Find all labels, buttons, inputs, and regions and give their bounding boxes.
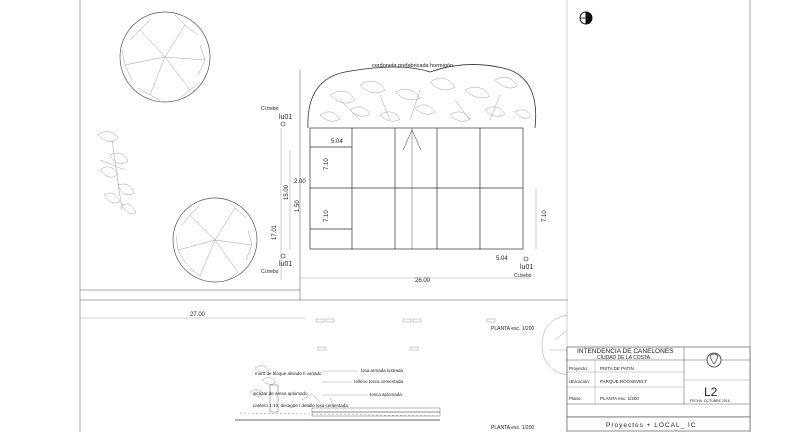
section-detail — [235, 365, 441, 421]
svg-text:Ci.trebo: Ci.trebo — [514, 273, 532, 279]
dim-label-504-bottom: 5.04 — [496, 256, 508, 262]
tree-canopy-right — [541, 314, 568, 376]
section-scale-label: PLANTA esc. 1/200 — [491, 425, 534, 431]
title-row-value-1: PISTA DE PATIN — [600, 366, 634, 371]
skating-rink-outline — [309, 127, 524, 250]
sheet-date: FECHA: OCTUBRE 2016 — [690, 399, 730, 403]
title-block — [566, 346, 751, 432]
dim-label-200: 2.00 — [294, 179, 306, 185]
municipality-logo — [706, 352, 722, 368]
dim-label-2600: 26.00 — [415, 278, 431, 284]
tree-canopy-top — [119, 11, 211, 103]
tree-canopy-bottom — [172, 197, 258, 283]
luminaire-marker-1: Ci.trebo lu01 — [261, 106, 292, 127]
svg-text:Ci.trebo: Ci.trebo — [261, 106, 279, 112]
title-row-label-2: Ubicación: — [569, 379, 590, 384]
section-note-5: relleno tosca cementada — [354, 379, 404, 384]
dim-label-150: 1.50 — [295, 200, 301, 212]
planted-border — [307, 64, 537, 129]
svg-text:lu01: lu01 — [279, 261, 292, 268]
dim-label-2700: 27.00 — [190, 312, 206, 318]
dim-label-710-mid: 7.10 — [324, 210, 330, 222]
section-note-1: muro de bloque alivado h variado — [255, 371, 322, 376]
dim-label-710-right: 7.10 — [542, 210, 548, 222]
border-label: cordoneta prefabricada hormigón — [372, 63, 453, 69]
section-note-3: cantero 1:10, desagüe / detalle losa cem… — [253, 403, 348, 408]
svg-text:lu01: lu01 — [520, 264, 533, 271]
sheet-number: L2 — [704, 385, 718, 399]
section-note-2: alcázar de arena aplomado — [253, 391, 308, 396]
title-row-label-1: Proyecto: — [569, 366, 588, 371]
luminaire-marker-3: lu01 Ci.trebo — [514, 256, 533, 279]
title-row-label-3: Plano: — [569, 396, 582, 401]
dim-label-1701: 17.01 — [272, 224, 278, 240]
section-note-6: tosca aplomada — [370, 392, 402, 397]
north-arrow-icon — [579, 11, 593, 25]
svg-text:lu01: lu01 — [279, 114, 292, 121]
title-row-value-2: PARQUE ROOSEVELT — [600, 379, 647, 384]
title-footer: Proyectos + LOCAL_ IC — [606, 422, 697, 429]
title-line-2: CIUDAD DE LA COSTA — [597, 355, 651, 361]
plan-scale-label: PLANTA esc. 1/200 — [491, 326, 534, 332]
dim-label-710-left: 7.10 — [324, 158, 330, 170]
title-line-1: INTENDENCIA DE CANELONES — [577, 348, 674, 355]
dim-label-504-top: 5.04 — [331, 139, 343, 145]
title-row-value-3: PLANTA esc. 1/200 — [600, 396, 639, 401]
luminaire-marker-2: lu01 Ci.trebo — [261, 253, 292, 275]
shrub-left — [97, 131, 137, 215]
svg-text:Ci.trebo: Ci.trebo — [261, 269, 279, 275]
dim-label-1500: 15.00 — [284, 184, 290, 200]
section-note-4: losa armada lustrada — [361, 368, 404, 373]
